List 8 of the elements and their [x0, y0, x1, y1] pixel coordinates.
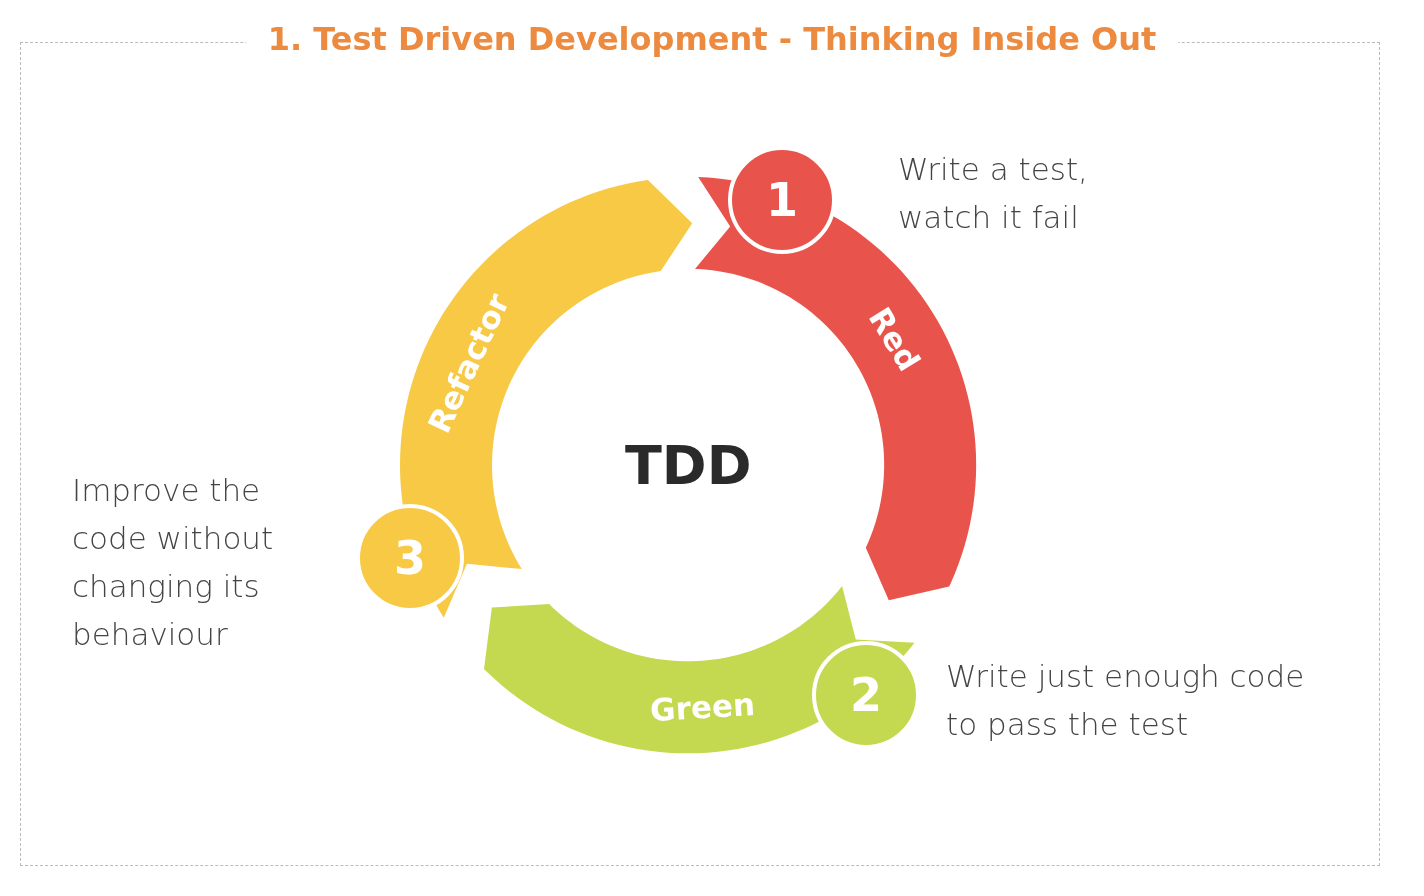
step-description: Write just enough code to pass the test [946, 657, 1306, 744]
step-description: Improve the code without changing its behaviour [72, 471, 275, 654]
step-number: 1 [766, 173, 798, 227]
step-description: Write a test, watch it fail [898, 150, 1089, 237]
step-number: 2 [850, 668, 882, 722]
phase-label: Green [649, 685, 757, 728]
center-label: TDD [625, 433, 752, 497]
step-number: 3 [394, 531, 426, 585]
